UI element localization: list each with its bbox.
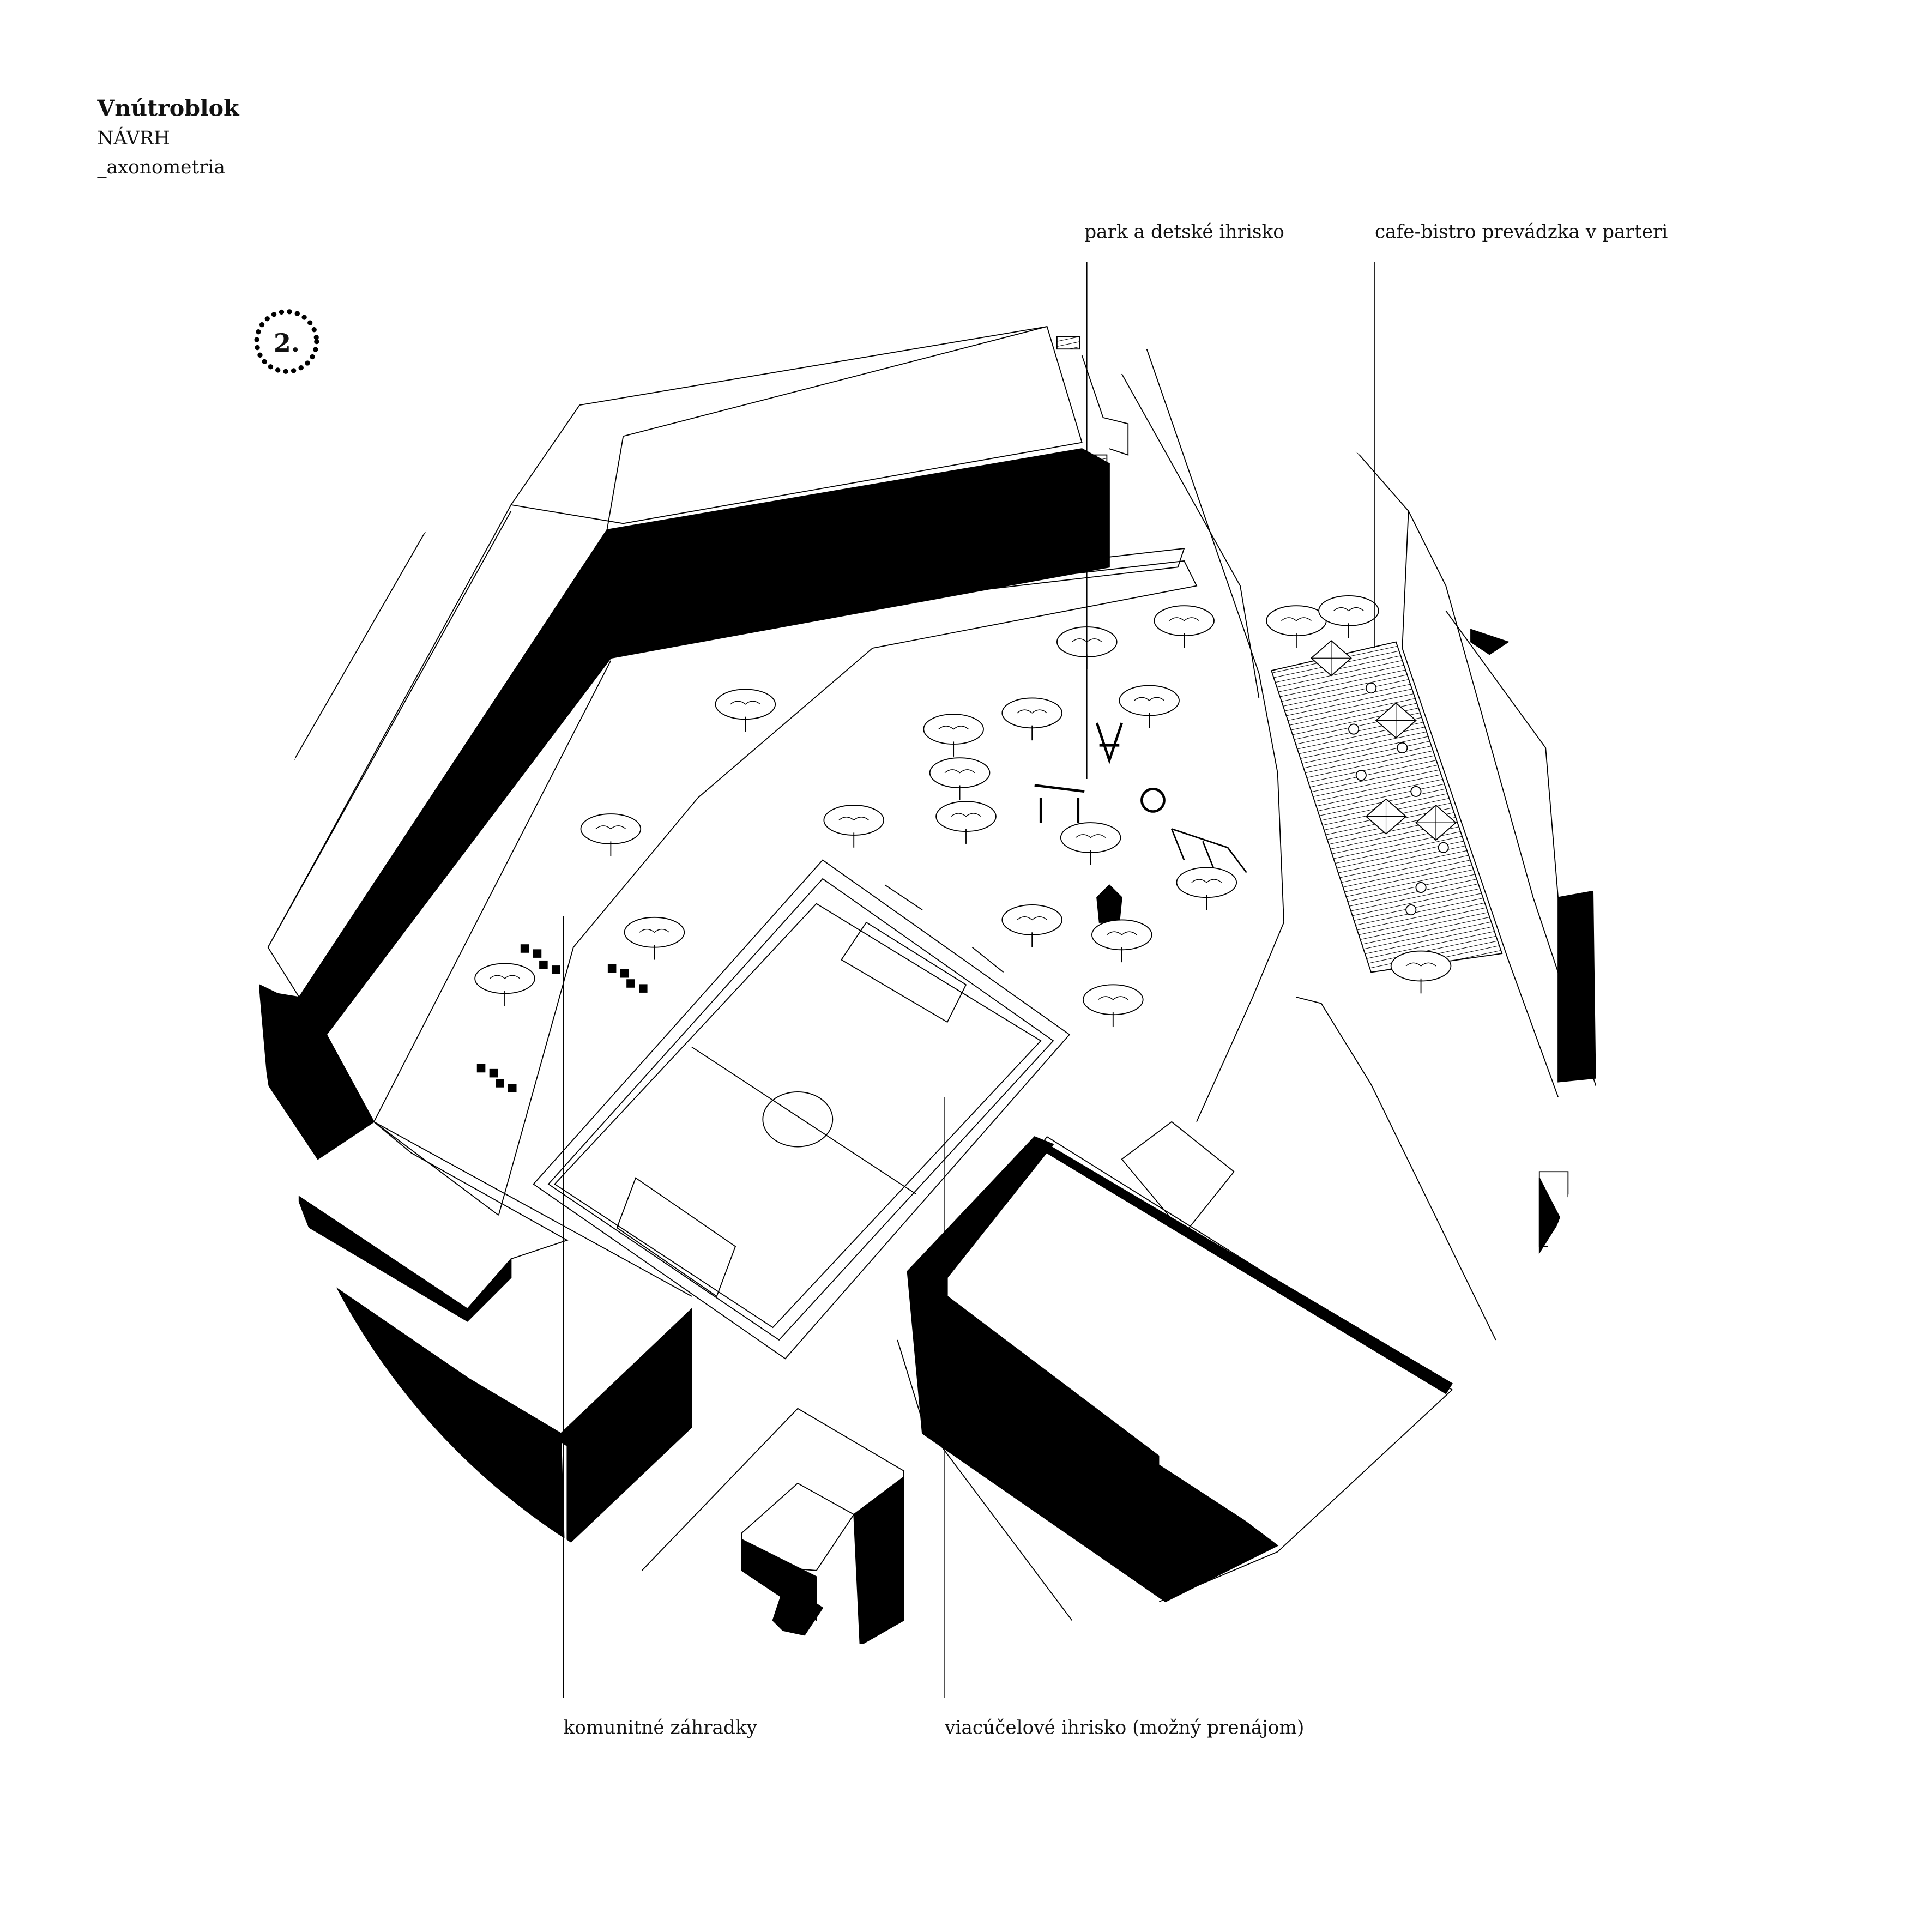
umbrella-icon (1310, 640, 1352, 677)
tree-icon (1001, 697, 1062, 741)
tree-icon (1390, 950, 1452, 994)
leader-lines (563, 262, 1375, 1698)
cafe-table-icon (1397, 742, 1408, 753)
label-sports: viacúčelové ihrisko (možný prenájom) (944, 1717, 1304, 1738)
garden-bed-icon (476, 1064, 498, 1078)
cafe-table-icon (1410, 786, 1422, 797)
tree-icon (929, 757, 991, 800)
tree-icon (1318, 595, 1379, 638)
tree-icon (1266, 605, 1327, 648)
playground-equipment (1034, 722, 1247, 923)
cafe-table-icon (1366, 683, 1377, 694)
tree-icon (1091, 919, 1152, 963)
tree-icon (823, 805, 885, 848)
tree-icon (580, 813, 642, 856)
sheet-subtitle: NÁVRH (97, 127, 170, 149)
tree-icon (624, 916, 685, 960)
tree-icon (1083, 984, 1144, 1028)
building-east (907, 629, 1596, 1603)
view-type-label: _axonometria (97, 156, 225, 178)
tree-icon (1154, 605, 1215, 648)
cafe-table-icon (1355, 770, 1367, 781)
tree-icon (935, 801, 997, 844)
sports-field (533, 859, 1071, 1360)
umbrella-icon (1365, 798, 1407, 835)
umbrella-icon (1415, 804, 1457, 841)
garden-bed-icon (626, 979, 648, 993)
site-axonometry (259, 326, 1605, 1646)
umbrella-icon (1375, 702, 1417, 739)
label-park: park a detské ihrisko (1084, 221, 1284, 243)
building-south (641, 1408, 904, 1646)
garden-bed-icon (607, 964, 629, 978)
cafe-umbrellas (1310, 640, 1457, 916)
tree-icon (923, 714, 984, 757)
section-number-badge: 2. (254, 309, 319, 374)
garden-bed-icon (539, 960, 560, 974)
tree-icon (474, 963, 535, 1006)
tree-icon (1176, 867, 1237, 910)
badge-number: 2. (274, 328, 300, 358)
building-north (261, 326, 1129, 1036)
tree-icon (1119, 685, 1180, 728)
trees (474, 595, 1452, 1028)
tree-icon (715, 689, 776, 732)
tree-icon (1060, 822, 1121, 865)
garden-bed-icon (496, 1079, 517, 1092)
cafe-table-icon (1348, 723, 1360, 735)
garden-beds (476, 944, 648, 1092)
cafe-table-icon (1415, 882, 1427, 893)
building-west (259, 983, 692, 1646)
label-gardens: komunitné záhradky (563, 1717, 757, 1738)
label-cafe: cafe-bistro prevádzka v parteri (1375, 221, 1668, 243)
sheet-title: Vnútroblok (96, 95, 240, 122)
cafe-table-icon (1405, 904, 1417, 916)
cafe-table-icon (1438, 842, 1449, 853)
tree-icon (1001, 904, 1062, 947)
garden-bed-icon (520, 944, 542, 958)
